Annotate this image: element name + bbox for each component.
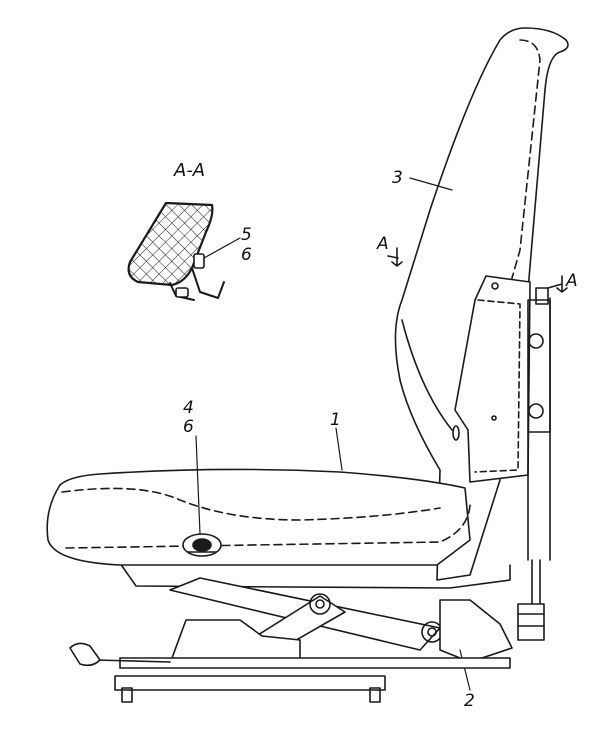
leader-2: [459, 649, 471, 691]
callout-6-section: 6: [241, 245, 252, 265]
callout-5: 5: [241, 225, 252, 245]
leader-3: [409, 177, 453, 191]
bracket-inner-dash: [474, 299, 521, 473]
seat-pan: [121, 564, 511, 589]
section-title: A-A: [174, 160, 206, 181]
section-mark-a-left: A: [377, 234, 389, 254]
leader-1: [335, 427, 343, 471]
callout-1: 1: [330, 410, 341, 430]
rail-foot-right: [369, 687, 381, 703]
section-mark-a-right: A: [566, 271, 578, 291]
backrest-inner-dash: [469, 39, 541, 431]
adjust-lever-arm: [95, 659, 171, 663]
section-nut: [175, 287, 189, 298]
rear-housing: [439, 599, 513, 663]
pivot-upper-inner: [315, 599, 325, 609]
section-bolt: [193, 253, 205, 269]
section-cut-marks: [387, 247, 568, 293]
callout-6-seat: 6: [183, 417, 194, 437]
cushion-adjust-knob: [182, 533, 222, 557]
leader-5: [203, 237, 241, 259]
callout-4: 4: [183, 398, 194, 418]
callout-2: 2: [464, 691, 475, 711]
rail-foot-left: [121, 687, 133, 703]
base-rails: [69, 642, 511, 703]
cut-mark-right: [547, 275, 568, 293]
rail-bolt-bottom: [528, 403, 544, 419]
backrest-outline: [394, 27, 569, 581]
section-a-a-detail: [127, 201, 241, 301]
bracket-hole-mid: [491, 415, 497, 421]
rear-rail-plate: [527, 299, 551, 433]
rail-nut-stack: [517, 603, 545, 641]
rear-rail: [517, 287, 551, 641]
bracket-slot: [452, 425, 460, 441]
cushion-dash-bottom: [65, 504, 471, 549]
backrest: [394, 27, 569, 581]
pivot-lower-inner: [427, 627, 437, 637]
upper-rail: [119, 657, 511, 669]
adjust-lever-handle: [69, 642, 101, 667]
leader-4-6: [195, 435, 201, 535]
suspension-mechanism: [169, 577, 513, 691]
lower-rail: [114, 675, 386, 691]
bracket-plate: [454, 275, 531, 483]
callout-3: 3: [392, 168, 403, 188]
cut-mark-left: [387, 247, 403, 267]
bracket-hole-top: [491, 282, 499, 290]
seat-cushion: [46, 177, 471, 566]
cushion-dash-top: [61, 487, 441, 521]
cushion-outline: [46, 468, 471, 566]
section-cushion-mesh: [127, 201, 214, 287]
backrest-bracket: [452, 275, 531, 483]
rail-top-cap: [535, 287, 549, 305]
backrest-seam: [401, 319, 453, 431]
pivot-upper: [309, 593, 331, 615]
rail-bolt-top: [528, 333, 544, 349]
